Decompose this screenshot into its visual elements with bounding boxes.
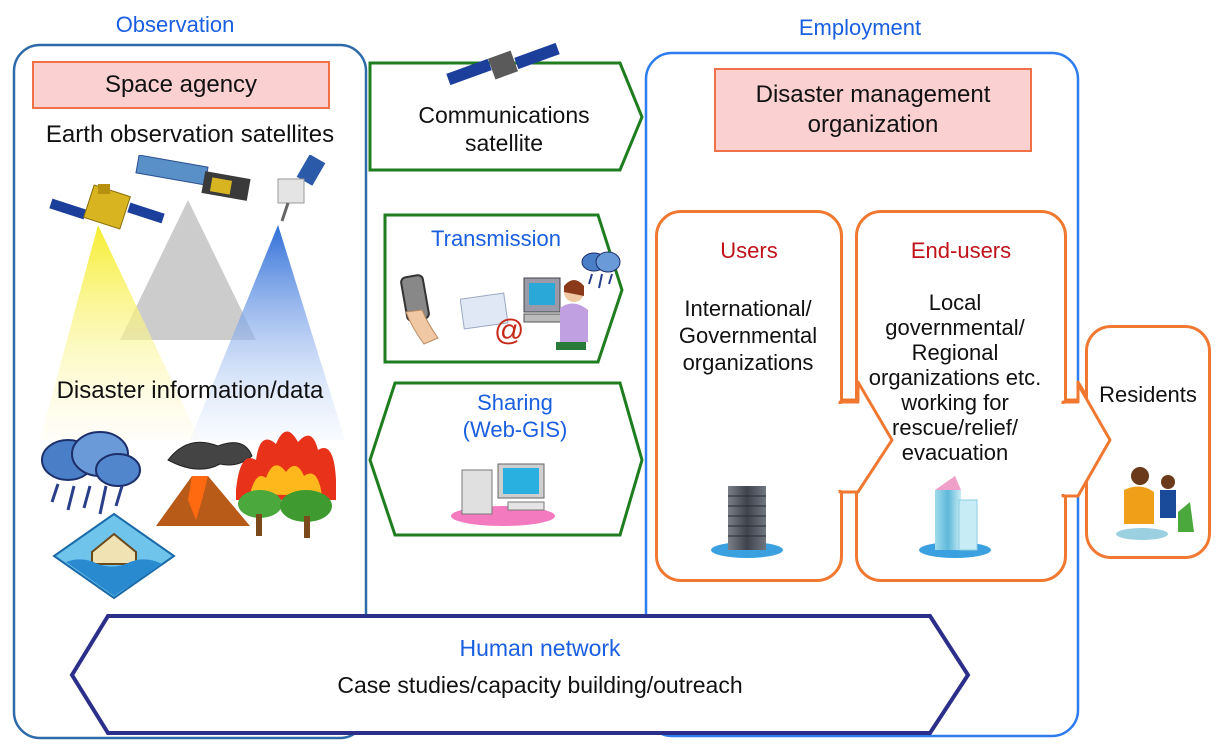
mobile-phone-icon [400, 274, 439, 345]
comsat-label: Communications satellite [418, 102, 590, 157]
wildfire-icon [236, 431, 336, 538]
disaster-org-label: Disaster management organization [714, 68, 1032, 152]
comsat-arrow [368, 61, 644, 172]
yellow-beam [40, 225, 200, 440]
users-title: Users [720, 238, 778, 263]
space-agency-label: Space agency [32, 61, 330, 109]
computer-user-icon [523, 277, 588, 350]
blue-beam [190, 225, 345, 440]
sharing-label: Sharing [477, 390, 553, 415]
family-icon [1116, 467, 1194, 540]
office-building-icon [711, 486, 783, 558]
observation-header: Observation [115, 12, 235, 37]
endusers-body: Local governmental/ Regional organizatio… [868, 290, 1042, 466]
satellite-icon [49, 184, 165, 230]
residents-label: Residents [1099, 382, 1197, 407]
satellite-icon [446, 42, 560, 86]
volcano-icon [156, 441, 253, 526]
flood-icon [52, 512, 176, 600]
users-body: International/ Governmental organization… [678, 296, 818, 375]
svg-text:@: @ [494, 314, 524, 347]
human-network-subtitle: Case studies/capacity building/outreach [337, 672, 743, 698]
transmission-label: Transmission [431, 226, 561, 251]
disaster-info-label: Disaster information/data [56, 377, 324, 404]
gray-beam [120, 200, 256, 340]
office-building-icon [919, 476, 991, 558]
human-network-arrow [69, 614, 971, 735]
satellite-icon [277, 155, 326, 222]
human-network-title: Human network [459, 635, 621, 661]
webgis-label: (Web-GIS) [462, 417, 568, 442]
computer-icon [451, 463, 555, 526]
rain-cloud-icon [581, 251, 621, 289]
eo-satellites-label: Earth observation satellites [45, 121, 335, 148]
satellite-icon [135, 155, 251, 201]
email-icon: @ [460, 292, 524, 347]
endusers-title: End-users [910, 238, 1012, 263]
sharing-arrow [368, 381, 644, 537]
employment-header: Employment [798, 15, 922, 40]
rain-cloud-icon [41, 431, 141, 515]
